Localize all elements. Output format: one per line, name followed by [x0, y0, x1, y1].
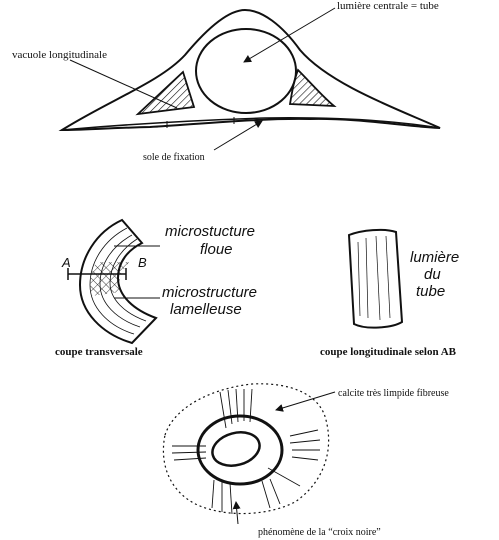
blurry-microstructure-zone [90, 262, 130, 296]
marker-b: B [138, 255, 147, 270]
black-cross-label: phénomène de la “croix noire” [258, 527, 381, 538]
attachment-sole-outline [61, 117, 441, 131]
calcite-ring-outer [196, 414, 284, 486]
vacuole-leader [69, 59, 178, 109]
lamellar-microstructure-label-line1: microstructure [162, 284, 257, 301]
longitudinal-section: lumière du tube [347, 228, 459, 329]
longitudinal-vacuole-label: vacuole longitudinale [12, 49, 107, 61]
marker-a: A [61, 255, 71, 270]
transverse-caption: coupe transversale [55, 346, 143, 358]
blurry-microstructure-label-line1: microstucture [165, 223, 255, 240]
longitudinal-caption: coupe longitudinale selon AB [320, 346, 457, 358]
right-vacuole [288, 68, 337, 108]
blurry-microstructure-label-line2: floue [200, 241, 233, 258]
tube-lumen-label-line1: lumière [410, 249, 459, 266]
fibrous-calcite-rays [171, 388, 321, 515]
left-vacuole [135, 70, 196, 116]
calcite-section: calcite très limpide fibreuse phénomène … [162, 383, 449, 538]
central-lumen-leader [243, 7, 336, 63]
calcite-label: calcite très limpide fibreuse [338, 388, 449, 399]
lamellar-microstructure-label-line2: lamelleuse [170, 301, 242, 318]
attachment-sole-label: sole de fixation [143, 152, 205, 163]
transverse-section: A B microstucture floue microstructure l… [61, 218, 257, 345]
central-lumen [195, 28, 297, 114]
tube-cross-section: lumière centrale = tube vacuole longitud… [12, 0, 441, 163]
tube-lumen-label-line2: du [424, 266, 441, 283]
central-lumen-label: lumière centrale = tube [337, 0, 439, 12]
calcite-outline [162, 383, 330, 515]
cell-outline [58, 8, 441, 132]
tube-lumen-label-line3: tube [416, 283, 445, 300]
calcite-ring-inner [211, 431, 261, 467]
longitudinal-tube [347, 228, 404, 329]
sole-leader [213, 120, 263, 151]
